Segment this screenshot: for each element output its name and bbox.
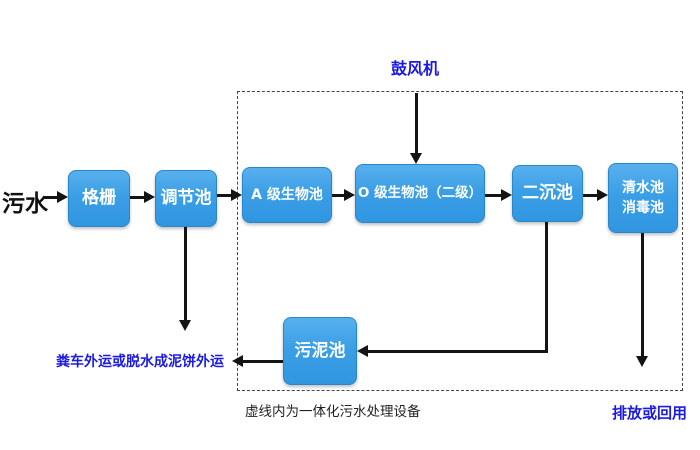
- arrow-secondary-to-clearwater-line: [583, 194, 598, 197]
- arrow-clearwater-down-head: [636, 356, 648, 367]
- arrow-clearwater-down-line: [641, 233, 644, 356]
- arrow-secondary-to-sludge-hline: [368, 350, 548, 353]
- arrow-sludge-to-disposal-head: [232, 355, 243, 367]
- effluent-label: 排放或回用: [612, 404, 688, 422]
- node-o-bio-tank: O 级生物池（二级）: [355, 164, 485, 223]
- sludge-disposal-label: 粪车外运或脱水成泥饼外运: [56, 354, 224, 370]
- arrow-secondary-to-sludge-vline: [545, 222, 548, 353]
- node-grid: 格栅: [68, 170, 130, 227]
- arrow-influent-to-grid-line: [44, 196, 58, 199]
- node-o-bio-tank-label: O 级生物池（二级）: [357, 184, 483, 201]
- node-disinfection-label: 消毒池: [622, 200, 664, 216]
- arrow-regulating-to-abio-head: [231, 189, 242, 201]
- arrow-regulating-to-abio-line: [217, 194, 232, 197]
- blower-label: 鼓风机: [391, 59, 440, 78]
- arrow-regulating-down-line: [184, 227, 187, 320]
- dashed-boundary-note: 虚线内为一体化污水处理设备: [245, 404, 421, 420]
- influent-label: 污水: [2, 191, 48, 217]
- node-a-bio-tank-label: A 级生物池: [251, 186, 323, 203]
- arrow-secondary-to-clearwater-head: [597, 189, 608, 201]
- node-secondary-sedimentation-label: 二沉池: [522, 183, 573, 204]
- arrow-sludge-to-disposal-line: [243, 360, 283, 363]
- node-regulating-tank: 调节池: [155, 170, 217, 227]
- integrated-equipment-dashed-boundary: [237, 91, 683, 391]
- arrow-grid-to-regulating-line: [130, 196, 145, 199]
- node-grid-label: 格栅: [82, 188, 116, 209]
- arrow-secondary-to-sludge-head: [357, 345, 368, 357]
- node-secondary-sedimentation-tank: 二沉池: [512, 165, 583, 222]
- node-regulating-tank-label: 调节池: [160, 188, 212, 209]
- node-clearwater-label: 清水池: [622, 179, 664, 196]
- arrow-blower-to-obio-line: [415, 93, 418, 153]
- arrow-blower-to-obio-head: [410, 153, 422, 164]
- arrow-influent-to-grid-head: [57, 191, 68, 203]
- arrow-abio-to-obio-head: [344, 189, 355, 201]
- arrow-obio-to-secondary-head: [501, 189, 512, 201]
- node-clearwater-disinfection-tank: 清水池 消毒池: [608, 163, 678, 233]
- arrow-obio-to-secondary-line: [485, 194, 502, 197]
- node-a-bio-tank: A 级生物池: [242, 167, 332, 223]
- node-sludge-tank: 污泥池: [283, 317, 357, 385]
- arrow-regulating-down-head: [179, 320, 191, 331]
- arrow-grid-to-regulating-head: [144, 191, 155, 203]
- node-sludge-tank-label: 污泥池: [294, 340, 346, 361]
- arrow-abio-to-obio-line: [332, 194, 345, 197]
